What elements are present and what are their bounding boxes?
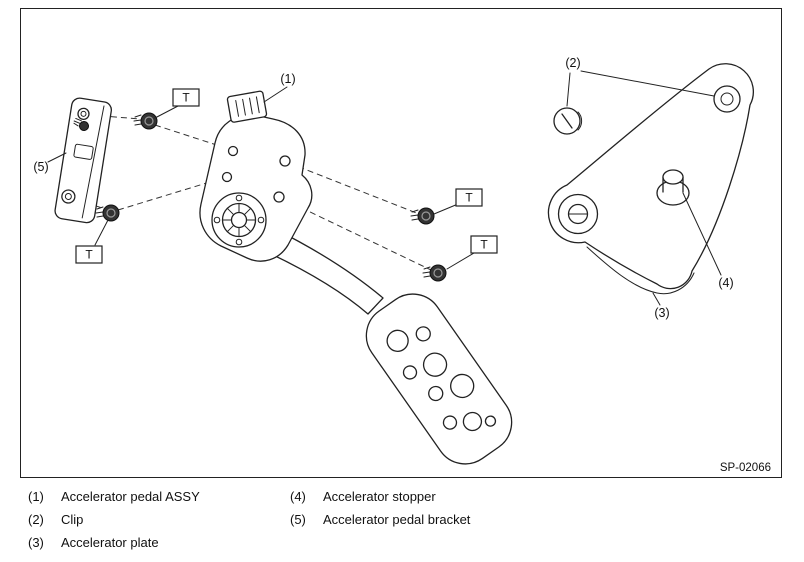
callout-1: (1) <box>280 72 295 86</box>
clip-drawing <box>553 107 583 135</box>
plate-thickness-edge <box>586 246 695 295</box>
accelerator-stopper-drawing <box>656 169 690 206</box>
legend-item: (4) Accelerator stopper <box>290 488 470 505</box>
torque-label-3: T <box>465 191 473 205</box>
legend-item-number: (1) <box>28 489 44 504</box>
torque-box-2: T <box>75 219 109 264</box>
pedal-connector-drawing <box>226 90 268 123</box>
legend-item-label: Clip <box>61 512 84 527</box>
legend-item-number: (4) <box>290 489 306 504</box>
legend-item-label: Accelerator pedal ASSY <box>61 489 200 504</box>
legend-item-number: (3) <box>28 535 44 550</box>
bolt-icon-2 <box>95 204 120 222</box>
figure-code: SP-02066 <box>720 462 771 474</box>
diagram-frame: T T T T (1) (2) (3) (4) <box>20 8 782 478</box>
leader-line-5 <box>47 152 67 163</box>
legend-item-number: (2) <box>28 512 44 527</box>
plate-hole-inner <box>720 92 734 106</box>
bolt-icon-4 <box>422 264 447 282</box>
mount-hole <box>279 155 291 167</box>
dashed-axis-line-1a <box>90 114 141 120</box>
legend-item: (3) Accelerator plate <box>28 534 200 551</box>
legend-column-right: (4) Accelerator stopper (5) Accelerator … <box>290 488 470 534</box>
dashed-axis-line-3 <box>288 162 420 215</box>
torque-label-4: T <box>480 238 488 252</box>
bolt-icon-1 <box>133 112 158 130</box>
exploded-view-drawing: T T T T (1) (2) (3) (4) <box>33 56 771 474</box>
mount-hole <box>227 145 239 157</box>
legend: (1) Accelerator pedal ASSY (2) Clip (3) … <box>28 488 776 558</box>
pedal-pad-drawing <box>365 293 513 465</box>
torque-box-3: T <box>433 188 483 215</box>
pedal-arm-drawing <box>266 227 384 315</box>
callout-leader-lines <box>47 70 722 306</box>
legend-item-number: (5) <box>290 512 306 527</box>
plate-hole <box>713 85 741 113</box>
leader-line-2a <box>566 72 571 107</box>
mount-hole <box>221 171 233 183</box>
legend-item-label: Accelerator plate <box>61 535 159 550</box>
pedal-drum-drawing <box>211 192 267 248</box>
callout-5: (5) <box>33 160 48 174</box>
accelerator-pedal-bracket-drawing <box>54 97 113 224</box>
torque-box-1: T <box>154 88 200 119</box>
legend-item: (1) Accelerator pedal ASSY <box>28 488 200 505</box>
leader-line-3 <box>652 292 661 306</box>
torque-label-1: T <box>182 91 190 105</box>
leader-line-4 <box>682 192 722 276</box>
bracket-screw-icon <box>73 117 89 131</box>
torque-label-2: T <box>85 248 93 262</box>
mount-hole <box>273 191 285 203</box>
plate-grommet <box>557 193 599 235</box>
accelerator-plate-drawing <box>547 63 754 295</box>
dashed-axis-line-4 <box>282 198 432 271</box>
legend-item: (2) Clip <box>28 511 200 528</box>
leader-line-2b <box>580 70 715 97</box>
callout-4: (4) <box>718 276 733 290</box>
bolt-icon-3 <box>410 207 435 225</box>
legend-column-left: (1) Accelerator pedal ASSY (2) Clip (3) … <box>28 488 200 557</box>
legend-item: (5) Accelerator pedal bracket <box>290 511 470 528</box>
legend-item-label: Accelerator stopper <box>323 489 436 504</box>
callout-3: (3) <box>654 306 669 320</box>
callout-2: (2) <box>565 56 580 70</box>
leader-line-1 <box>263 86 288 103</box>
torque-box-4: T <box>446 235 498 270</box>
legend-item-label: Accelerator pedal bracket <box>323 512 471 527</box>
accelerator-pedal-assy-drawing <box>199 90 513 465</box>
